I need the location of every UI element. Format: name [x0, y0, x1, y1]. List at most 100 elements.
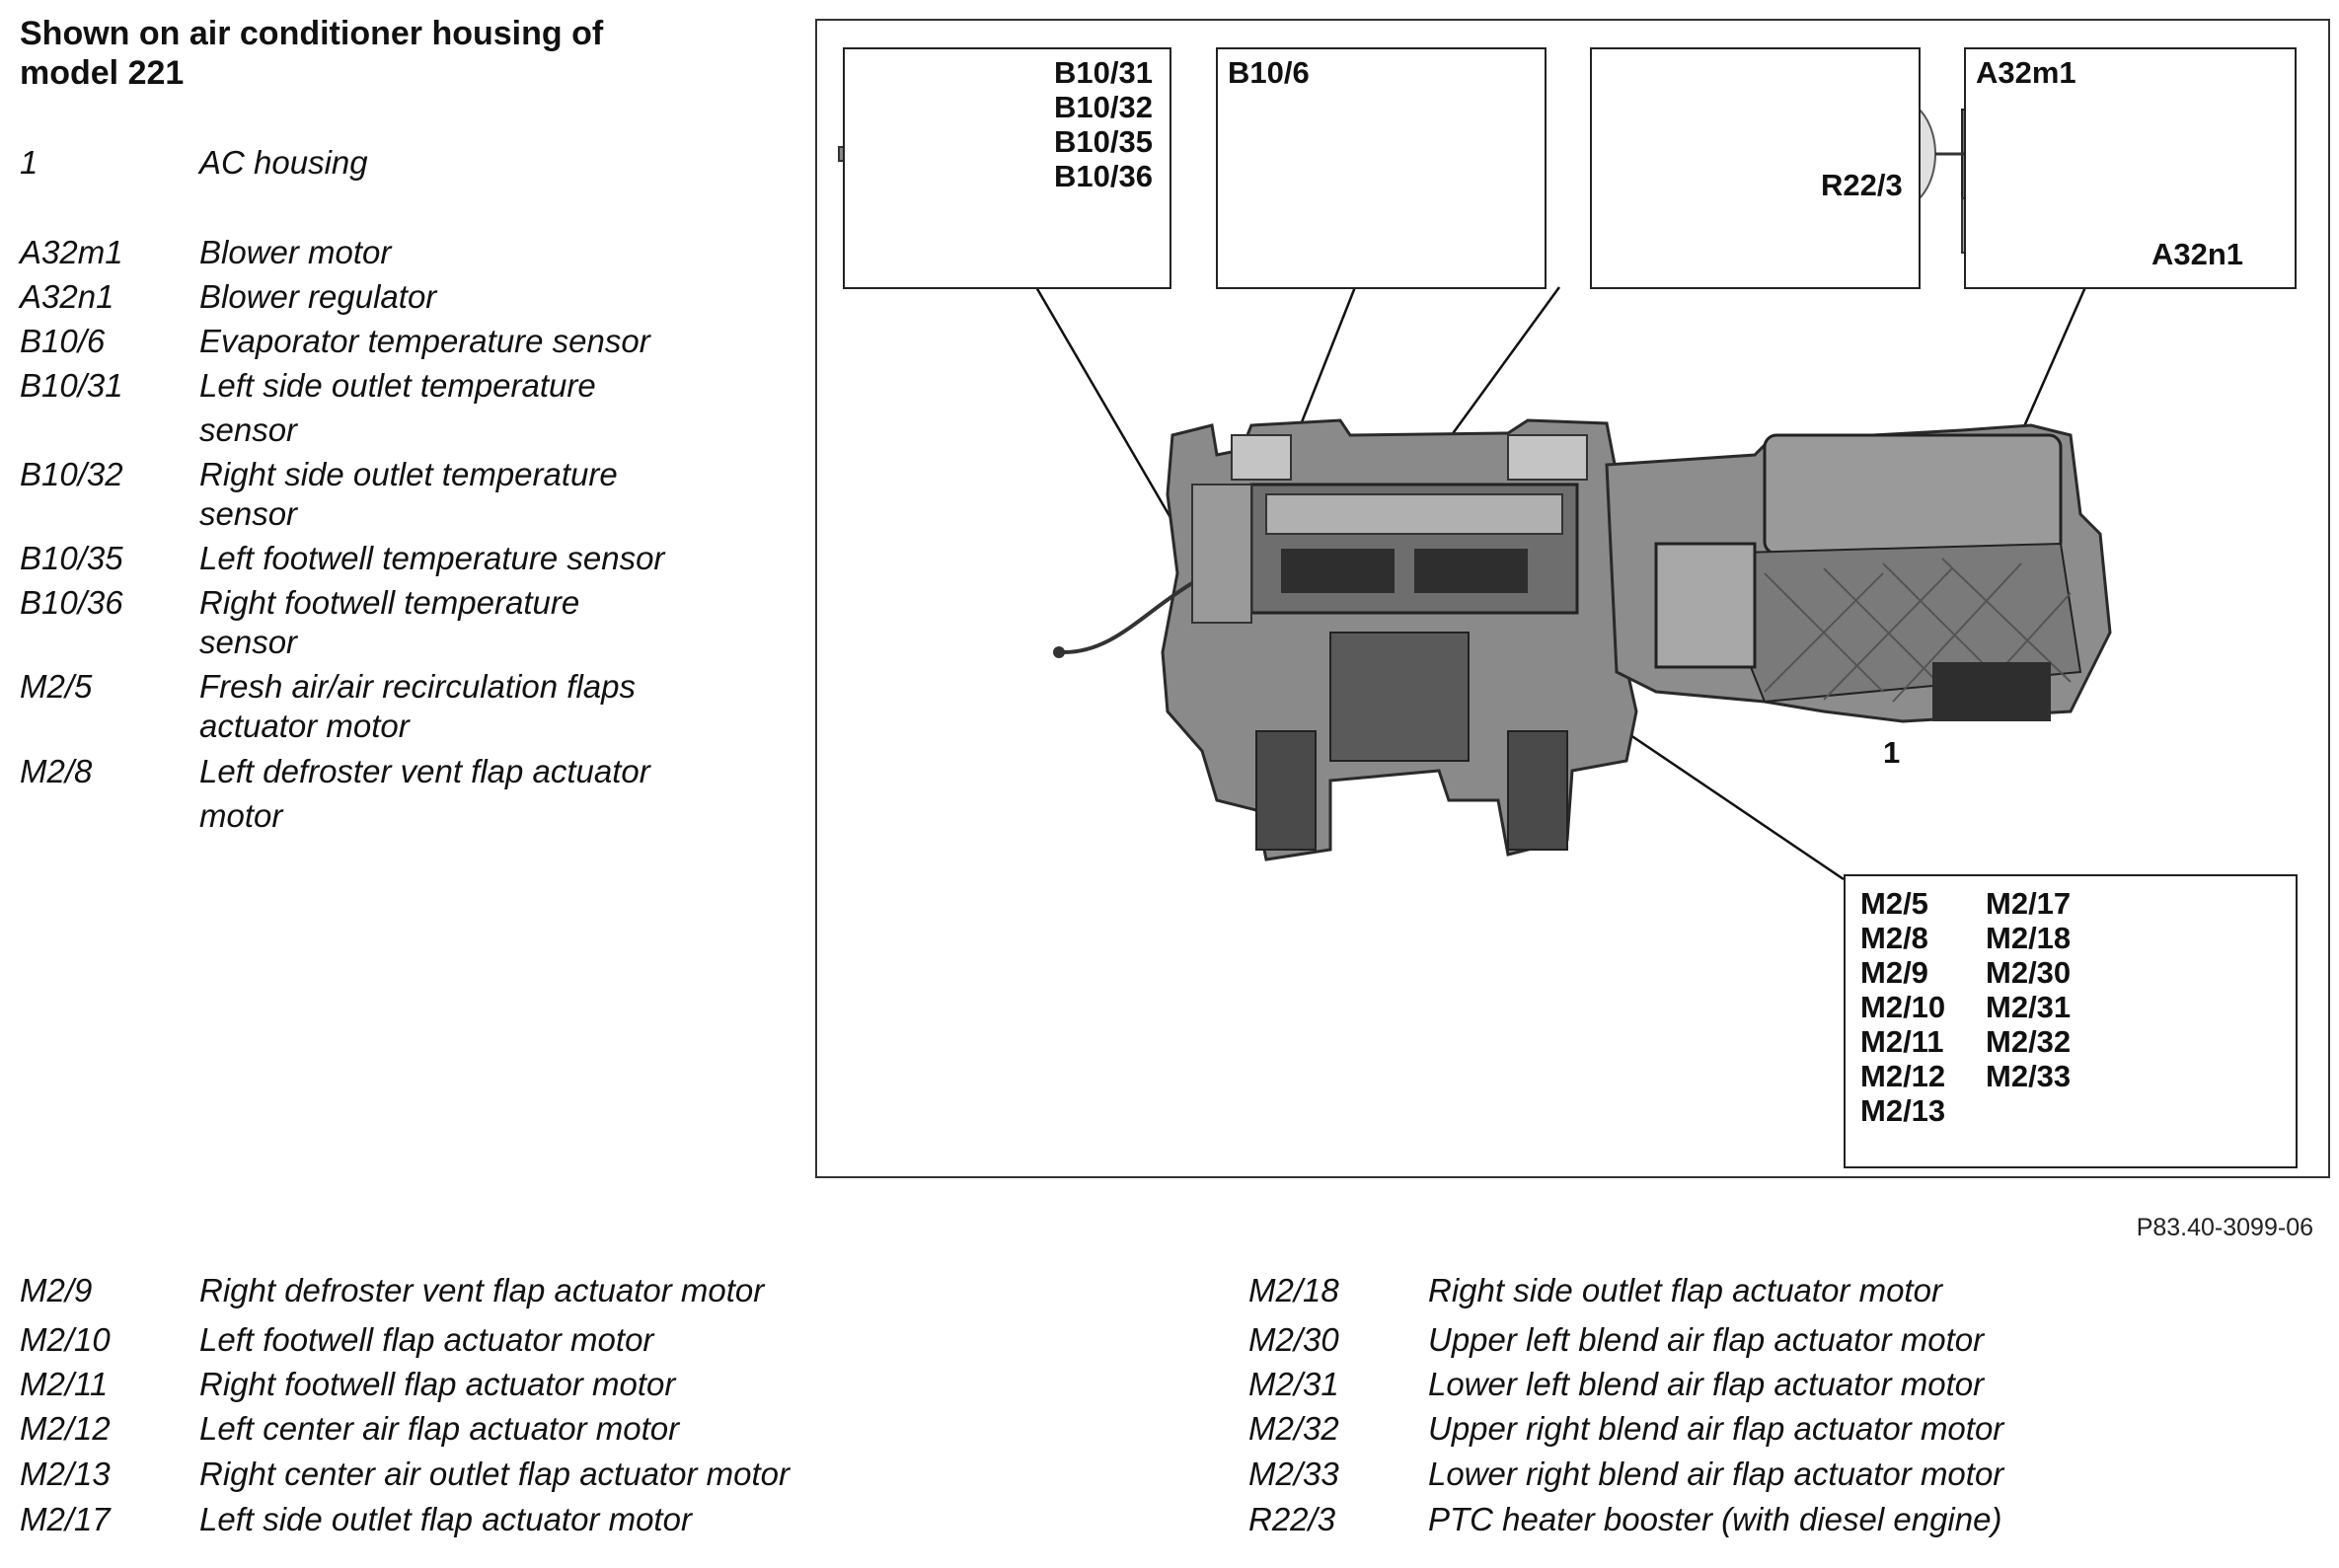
legend-code: B10/35: [20, 540, 123, 576]
label-housing-1: 1: [1883, 735, 1901, 770]
label-motor: M2/31: [1986, 990, 2072, 1024]
legend-code: M2/32: [1248, 1410, 1339, 1447]
callout-box-evap: B10/6: [1216, 47, 1547, 289]
legend-desc: Right side outlet temperature: [199, 456, 618, 492]
legend-desc: Right center air outlet flap actuator mo…: [199, 1456, 790, 1492]
legend-row: M2/9 Right defroster vent flap actuator …: [20, 1270, 1204, 1314]
actuator-list-col2: M2/17 M2/18 M2/30 M2/31 M2/32 M2/33: [1986, 886, 2071, 1093]
label-motor: M2/17: [1986, 886, 2072, 921]
legend-code: M2/17: [20, 1501, 111, 1537]
legend-desc: Left footwell flap actuator motor: [199, 1321, 654, 1358]
legend-code: A32n1: [20, 278, 114, 315]
figure-frame: B10/31 B10/32 B10/35 B10/36 B10/6 R22/3 …: [815, 19, 2330, 1178]
legend-desc-cont: sensor: [199, 411, 298, 448]
label-b10-32: B10/32: [1054, 90, 1153, 124]
legend-desc: Left defroster vent flap actuator: [199, 753, 650, 789]
legend-code: B10/31: [20, 367, 123, 404]
label-motor: M2/10: [1860, 990, 1946, 1024]
label-a32m1: A32m1: [1976, 55, 2076, 90]
label-b10-31: B10/31: [1054, 55, 1153, 90]
legend-desc: Left side outlet temperature: [199, 367, 596, 404]
label-b10-6: B10/6: [1228, 55, 1310, 90]
legend-row: B10/6 Evaporator temperature sensor: [20, 321, 730, 365]
legend-code: B10/32: [20, 456, 123, 492]
callout-box-sensors: B10/31 B10/32 B10/35 B10/36: [843, 47, 1171, 289]
legend-code: R22/3: [1248, 1501, 1336, 1537]
legend-desc: Right side outlet flap actuator motor: [1428, 1272, 1942, 1308]
actuator-list-col1: M2/5 M2/8 M2/9 M2/10 M2/11 M2/12 M2/13: [1860, 886, 1945, 1128]
legend-row: M2/8 Left defroster vent flap actuator m…: [20, 751, 730, 840]
legend-code: M2/33: [1248, 1456, 1339, 1492]
legend-row: M2/17 Left side outlet flap actuator mot…: [20, 1499, 1204, 1543]
legend-desc-cont: sensor: [199, 495, 298, 532]
legend-desc: AC housing: [199, 144, 368, 181]
legend-code: M2/10: [20, 1321, 111, 1358]
legend-desc: Left center air flap actuator motor: [199, 1410, 680, 1447]
legend-row: M2/18 Right side outlet flap actuator mo…: [1248, 1270, 2314, 1314]
legend-code: B10/36: [20, 584, 123, 621]
legend-desc: Upper right blend air flap actuator moto…: [1428, 1410, 2004, 1447]
callout-box-blower: A32m1 A32n1: [1964, 47, 2297, 289]
legend-desc-cont: sensor: [199, 624, 298, 660]
legend-code: 1: [20, 144, 38, 181]
callout-box-actuators: M2/5 M2/8 M2/9 M2/10 M2/11 M2/12 M2/13 M…: [1844, 874, 2298, 1168]
legend-desc: Evaporator temperature sensor: [199, 323, 650, 359]
legend-row: M2/5 Fresh air/air recirculation flaps a…: [20, 666, 730, 750]
legend-row: M2/13 Right center air outlet flap actua…: [20, 1454, 1204, 1498]
legend-row: R22/3 PTC heater booster (with diesel en…: [1248, 1499, 2314, 1543]
legend-desc-cont: actuator motor: [199, 708, 410, 744]
legend-desc: Left footwell temperature sensor: [199, 540, 665, 576]
ac-housing-body: [1053, 418, 2112, 861]
legend-row: M2/31 Lower left blend air flap actuator…: [1248, 1364, 2314, 1408]
legend-desc-cont: motor: [199, 797, 283, 834]
label-b10-36: B10/36: [1054, 159, 1153, 193]
label-motor: M2/12: [1860, 1059, 1946, 1093]
legend-row: M2/10 Left footwell flap actuator motor: [20, 1319, 1204, 1364]
label-a32n1: A32n1: [2151, 237, 2244, 271]
legend-desc: Upper left blend air flap actuator motor: [1428, 1321, 1985, 1358]
legend-row: M2/12 Left center air flap actuator moto…: [20, 1408, 1204, 1453]
label-motor: M2/13: [1860, 1093, 1946, 1128]
legend-code: M2/11: [20, 1366, 109, 1402]
callout-box-heater: R22/3: [1590, 47, 1921, 289]
legend-row: 1 AC housing: [20, 142, 730, 187]
legend-code: A32m1: [20, 234, 123, 270]
label-r22-3: R22/3: [1821, 168, 1903, 202]
legend-code: M2/9: [20, 1272, 93, 1308]
legend-code: M2/8: [20, 753, 93, 789]
legend-desc: Blower regulator: [199, 278, 437, 315]
label-motor: M2/9: [1860, 955, 1928, 990]
legend-row: M2/32 Upper right blend air flap actuato…: [1248, 1408, 2314, 1453]
legend-code: M2/5: [20, 668, 93, 705]
legend-code: M2/18: [1248, 1272, 1339, 1308]
legend-row: B10/36 Right footwell temperature sensor: [20, 582, 730, 666]
label-motor: M2/8: [1860, 921, 1928, 955]
legend-code: M2/31: [1248, 1366, 1339, 1402]
label-motor: M2/33: [1986, 1059, 2072, 1093]
legend-code: M2/13: [20, 1456, 111, 1492]
legend-row: M2/30 Upper left blend air flap actuator…: [1248, 1319, 2314, 1364]
legend-row: M2/11 Right footwell flap actuator motor: [20, 1364, 1204, 1408]
label-b10-35: B10/35: [1054, 124, 1153, 159]
legend-desc: Right defroster vent flap actuator motor: [199, 1272, 765, 1308]
page-title: Shown on air conditioner housing of mode…: [20, 15, 604, 92]
legend-desc: Fresh air/air recirculation flaps: [199, 668, 636, 705]
legend-desc: Right footwell temperature: [199, 584, 580, 621]
legend-desc: Lower left blend air flap actuator motor: [1428, 1366, 1985, 1402]
label-motor: M2/32: [1986, 1024, 2072, 1059]
legend-desc: PTC heater booster (with diesel engine): [1428, 1501, 2002, 1537]
legend-row: B10/31 Left side outlet temperature sens…: [20, 365, 730, 454]
legend-desc: Lower right blend air flap actuator moto…: [1428, 1456, 2004, 1492]
figure-id: P83.40-3099-06: [2136, 1214, 2313, 1241]
legend-row: A32m1 Blower motor: [20, 232, 730, 276]
legend-row: A32n1 Blower regulator: [20, 276, 730, 321]
legend-desc: Right footwell flap actuator motor: [199, 1366, 676, 1402]
legend-row: B10/32 Right side outlet temperature sen…: [20, 454, 730, 538]
legend-desc: Blower motor: [199, 234, 392, 270]
legend-desc: Left side outlet flap actuator motor: [199, 1501, 692, 1537]
label-motor: M2/5: [1860, 886, 1928, 921]
label-motor: M2/30: [1986, 955, 2072, 990]
label-motor: M2/18: [1986, 921, 2072, 955]
legend-code: M2/12: [20, 1410, 111, 1447]
legend-row: B10/35 Left footwell temperature sensor: [20, 538, 730, 582]
